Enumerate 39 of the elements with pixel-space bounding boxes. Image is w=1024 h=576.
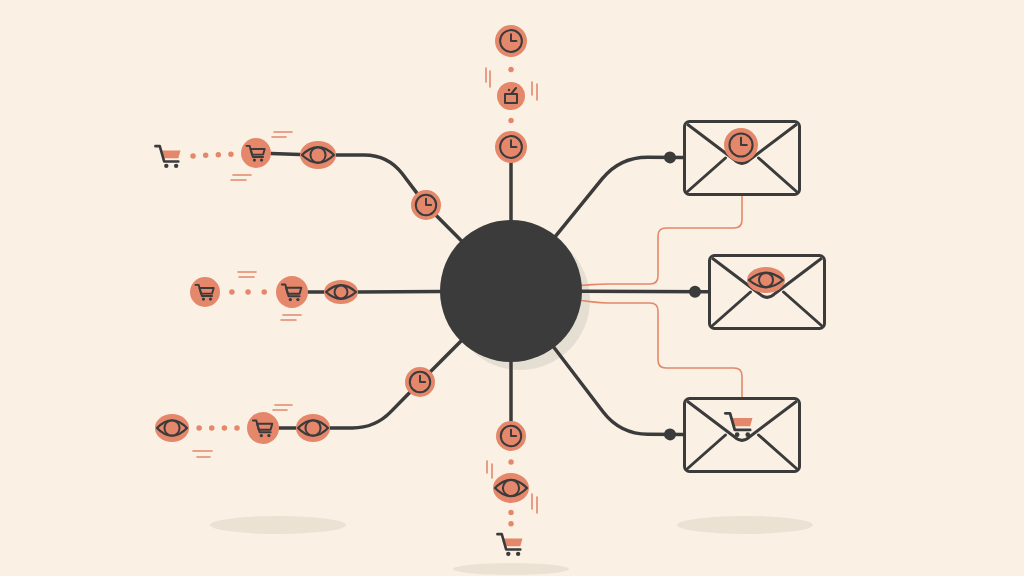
clock-icon (405, 367, 435, 397)
connector-line (334, 153, 419, 195)
clock-icon (496, 421, 526, 451)
clock-icon (724, 128, 758, 162)
cart-icon (155, 145, 183, 169)
cart-icon (241, 138, 271, 168)
connector-line (581, 195, 743, 287)
eye-icon (300, 141, 336, 169)
clock-icon (495, 25, 527, 57)
connector-line (509, 360, 513, 423)
connector-line (580, 285, 710, 298)
connector-line (554, 151, 685, 238)
cart-icon (190, 277, 220, 307)
eye-icon (324, 280, 358, 304)
connector-line (356, 289, 442, 294)
connector-line (552, 345, 685, 441)
connector-line (306, 290, 326, 294)
cart-icon (276, 276, 308, 308)
connector-line (580, 299, 743, 398)
eye-icon (493, 473, 529, 503)
connector-line (269, 151, 302, 157)
cart-icon (247, 412, 279, 444)
connector-line (509, 161, 513, 222)
eye-icon (296, 414, 330, 442)
clock-icon (495, 131, 527, 163)
cart-icon (497, 533, 525, 557)
envelope-icon (708, 254, 826, 330)
envelope-icon (683, 120, 801, 196)
connector-line (328, 390, 412, 430)
clock-icon (411, 190, 441, 220)
eye-icon (155, 414, 189, 442)
eye-icon (747, 267, 785, 293)
envelope-icon (683, 397, 801, 473)
basket-icon (497, 82, 525, 110)
hub-circle (440, 220, 582, 362)
connector-line (428, 339, 463, 374)
connector-line (277, 426, 298, 430)
connector-line (434, 213, 463, 243)
cart-icon (725, 412, 755, 438)
